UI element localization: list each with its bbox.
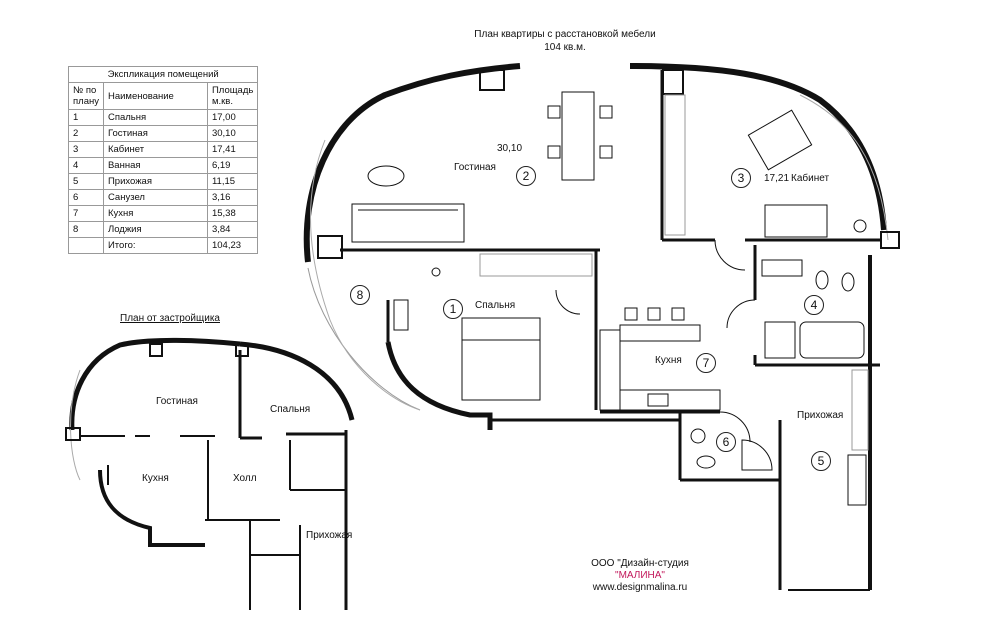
room-number-5: 5: [811, 451, 831, 471]
bedroom-wardrobe: [479, 253, 593, 277]
bathtub: [799, 321, 865, 359]
chair: [547, 105, 561, 119]
studio-credit: ООО "Дизайн-студия "МАЛИНА" www.designma…: [570, 558, 710, 594]
kitchen-counter: [599, 329, 621, 411]
bedroom-curved-wall: [385, 341, 493, 430]
column-block: [662, 69, 684, 95]
study-wardrobe: [664, 94, 686, 236]
dev-curved-wall: [69, 337, 241, 431]
door-arc: [555, 289, 581, 315]
column-block: [880, 231, 900, 249]
dev-column: [235, 343, 249, 357]
chair: [599, 105, 613, 119]
study-outer-arc: [799, 94, 889, 241]
coffee-table: [367, 165, 405, 187]
table-total-row: Итого:104,23: [68, 237, 259, 254]
dev-column: [65, 427, 81, 441]
total-value: 104,23: [206, 237, 259, 254]
col-area-header: Площадь м.кв.: [206, 82, 259, 110]
chair: [547, 145, 561, 159]
label-study: Кабинет: [791, 173, 830, 184]
dev-label-bedroom: Спальня: [270, 404, 311, 415]
washbasin: [761, 259, 803, 277]
hallway-bench: [847, 454, 867, 506]
room-number-7: 7: [696, 353, 716, 373]
studio-brand: "МАЛИНА": [615, 570, 665, 581]
dev-lower-wall: [98, 469, 205, 547]
shower-tray: [764, 321, 796, 359]
wc-toilet: [696, 455, 716, 469]
label-kitchen: Кухня: [655, 355, 682, 366]
plan-title-main: План квартиры с расстановкой мебели: [474, 29, 656, 40]
chair: [599, 145, 613, 159]
loggia-armchair: [393, 299, 409, 331]
bar-stool: [624, 307, 638, 321]
kitchen-counter: [619, 389, 721, 411]
studio-name: ООО "Дизайн-студия: [591, 558, 689, 569]
study-curved-wall: [629, 63, 887, 231]
developer-plan-drawing: [65, 337, 355, 610]
dev-outer-arc: [70, 369, 81, 481]
door-arc: [719, 411, 751, 443]
door-arc: [726, 299, 756, 329]
total-label: Итого:: [102, 237, 208, 254]
loggia-outer-arc: [310, 139, 421, 411]
dev-label-hall: Холл: [233, 473, 257, 484]
label-living: Гостиная: [454, 162, 496, 173]
room-number-1: 1: [443, 299, 463, 319]
kitchen-island: [619, 324, 701, 342]
corner-shower: [741, 439, 773, 471]
column-block: [479, 69, 505, 91]
bar-stool: [671, 307, 685, 321]
bed: [461, 317, 541, 401]
wc-sink: [690, 428, 706, 444]
living-curved-wall: [303, 63, 521, 263]
dev-label-hallway: Прихожая: [306, 530, 353, 541]
column-block: [317, 235, 343, 259]
room-number-8: 8: [350, 285, 370, 305]
dev-curved-wall: [239, 341, 355, 421]
door-arc: [714, 239, 746, 271]
label-living-area: 30,10: [497, 143, 523, 154]
bidet: [841, 272, 855, 292]
toilet: [815, 270, 829, 290]
room-number-2: 2: [516, 166, 536, 186]
plan-title-area: 104 кв.м.: [544, 42, 586, 53]
label-study-area: 17,21: [764, 173, 790, 184]
room-number-4: 4: [804, 295, 824, 315]
dining-table: [561, 91, 595, 181]
floor-lamp: [431, 267, 441, 277]
dev-column: [149, 343, 163, 357]
hallway-wardrobe: [851, 369, 869, 451]
label-bedroom: Спальня: [475, 300, 516, 311]
developer-plan-title: План от застройщика: [120, 313, 220, 324]
study-desk: [747, 109, 813, 171]
label-hallway: Прихожая: [797, 410, 844, 421]
explication-table: Экспликация помещений № по плану Наимено…: [67, 66, 259, 254]
plan-title: План квартиры с расстановкой мебели 104 …: [440, 28, 690, 54]
room-number-3: 3: [731, 168, 751, 188]
study-sofa: [764, 204, 828, 238]
bar-stool: [647, 307, 661, 321]
dev-label-kitchen: Кухня: [142, 473, 169, 484]
kitchen-sink: [647, 393, 669, 407]
studio-website[interactable]: www.designmalina.ru: [592, 582, 688, 593]
study-lamp: [853, 219, 867, 233]
living-sofa: [351, 203, 465, 243]
dev-label-living: Гостиная: [156, 396, 198, 407]
loggia-outline: [307, 267, 421, 411]
room-number-6: 6: [716, 432, 736, 452]
